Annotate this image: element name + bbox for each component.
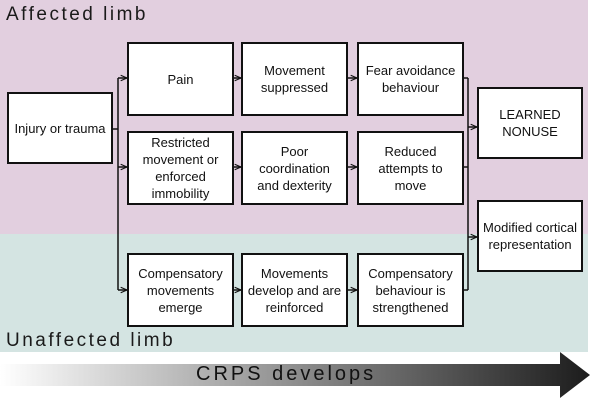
- box-reduced-attempts: Reduced attempts to move: [357, 131, 464, 205]
- box-injury-or-trauma: Injury or trauma: [7, 92, 113, 164]
- box-modified-cortical: Modified cortical representation: [477, 200, 583, 272]
- box-movement-suppressed: Movement suppressed: [241, 42, 348, 116]
- unaffected-limb-label: Unaffected limb: [6, 330, 176, 351]
- box-compensatory-movements: Compensatory movements emerge: [127, 253, 234, 327]
- crps-develops-label: CRPS develops: [196, 363, 377, 385]
- box-fear-avoidance: Fear avoidance behaviour: [357, 42, 464, 116]
- box-learned-nonuse: LEARNED NONUSE: [477, 87, 583, 159]
- box-compensatory-behaviour: Compensatory behaviour is strengthened: [357, 253, 464, 327]
- crps-timeline-arrow: [0, 352, 590, 398]
- box-poor-coordination: Poor coordination and dexterity: [241, 131, 348, 205]
- box-pain: Pain: [127, 42, 234, 116]
- box-movements-develop: Movements develop and are reinforced: [241, 253, 348, 327]
- box-restricted-movement: Restricted movement or enforced immobili…: [127, 131, 234, 205]
- affected-limb-label: Affected limb: [6, 4, 148, 25]
